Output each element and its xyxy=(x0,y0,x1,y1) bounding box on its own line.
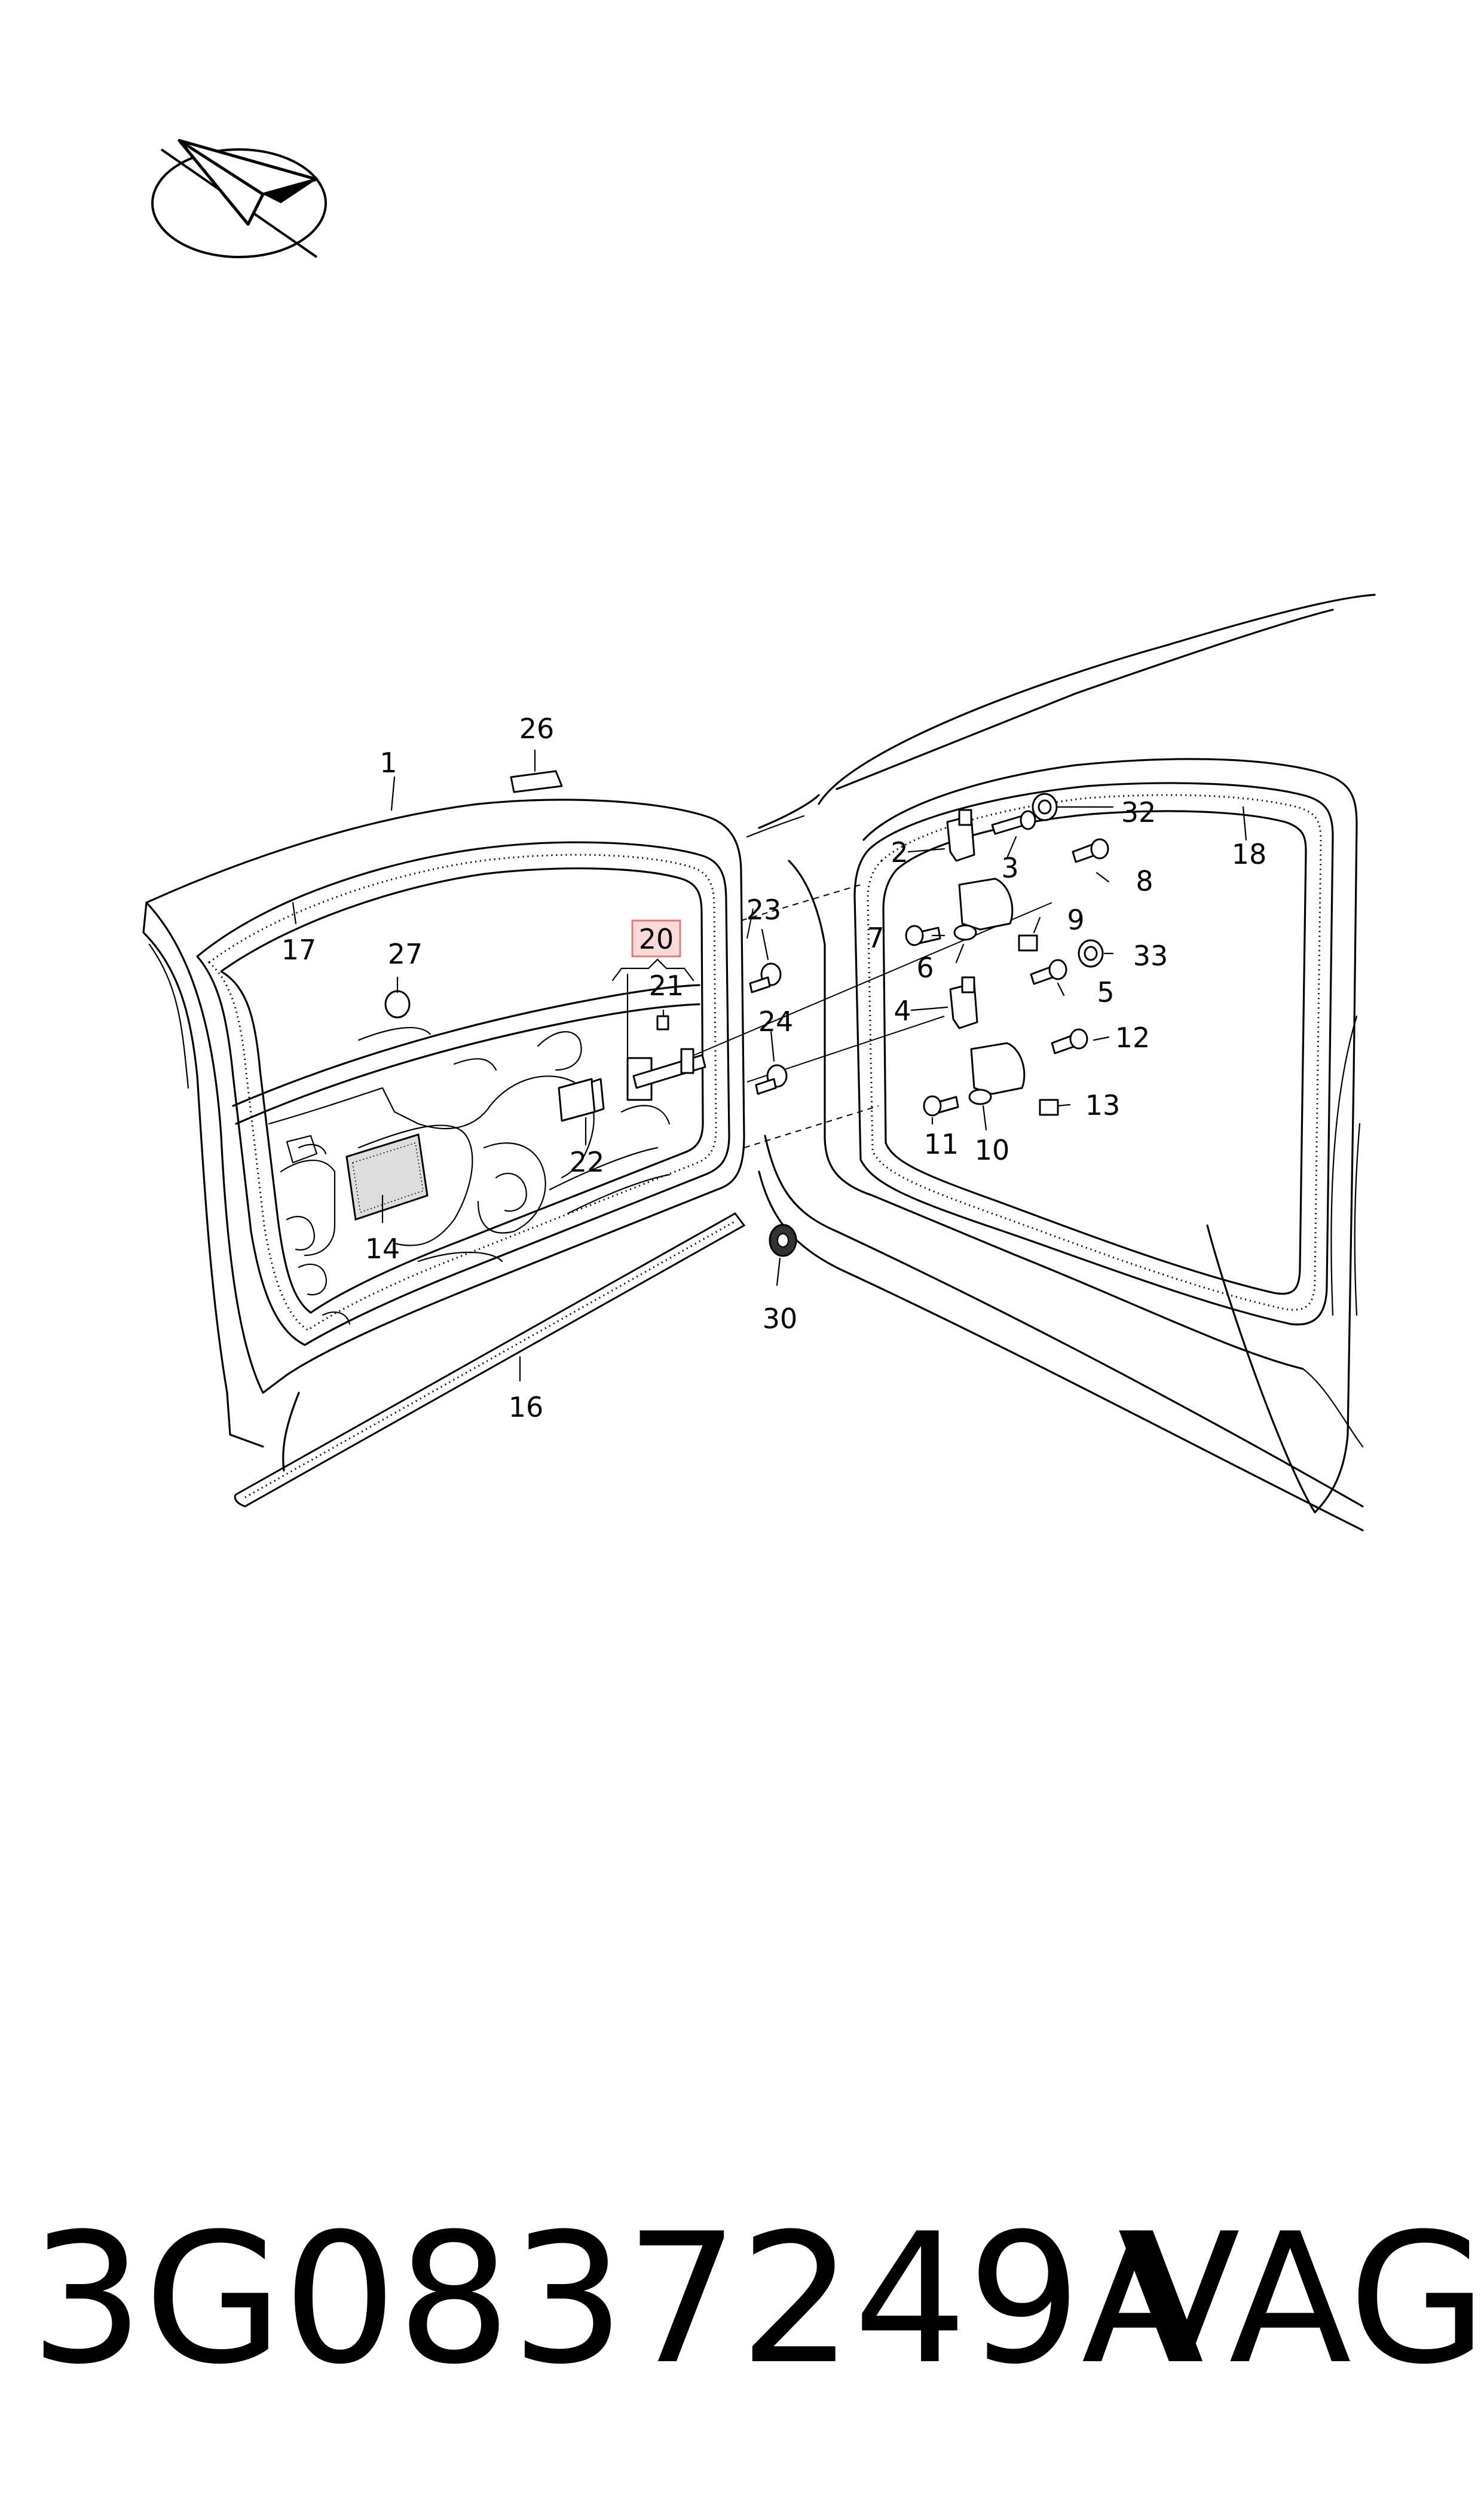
callout-10: 10 xyxy=(975,1134,1010,1166)
paper-plane-ellipse-logo-icon xyxy=(151,139,327,258)
callout-18: 18 xyxy=(1232,838,1267,870)
callout-11: 11 xyxy=(924,1128,959,1160)
callout-26: 26 xyxy=(519,713,555,745)
callout-20: 20 xyxy=(639,923,674,955)
callout-4: 4 xyxy=(894,995,911,1027)
callout-13: 13 xyxy=(1085,1089,1121,1121)
callout-33: 33 xyxy=(1133,940,1168,972)
callout-6: 6 xyxy=(916,952,934,984)
callout-12: 12 xyxy=(1115,1022,1151,1054)
leader-lines xyxy=(292,749,1247,1382)
callout-17: 17 xyxy=(281,934,317,966)
door-check-parts xyxy=(384,770,797,1257)
callout-1: 1 xyxy=(380,747,397,779)
callout-30: 30 xyxy=(763,1303,798,1335)
hinge-upper-part xyxy=(946,809,1014,941)
highlight-box-20 xyxy=(631,919,681,958)
callout-16: 16 xyxy=(509,1391,544,1423)
brand-label: VAG xyxy=(1118,2195,1484,2404)
callout-5: 5 xyxy=(1097,976,1114,1008)
callout-21: 21 xyxy=(649,970,684,1002)
callout-27: 27 xyxy=(388,938,423,970)
callout-22: 22 xyxy=(570,1146,605,1178)
hinge-lower-part xyxy=(949,976,1026,1105)
callout-24: 24 xyxy=(758,1005,794,1038)
bolts xyxy=(905,793,1109,1117)
part-number: 3G0837249A xyxy=(30,2195,1205,2404)
callout-14: 14 xyxy=(365,1233,400,1265)
callout-labels: 1 2 3 4 5 6 7 8 9 10 11 12 13 14 16 17 1… xyxy=(281,713,1267,1423)
callout-23: 23 xyxy=(746,894,782,926)
door-assembly xyxy=(142,799,746,1508)
callout-32: 32 xyxy=(1121,796,1156,829)
callout-3: 3 xyxy=(1001,852,1018,884)
callout-7: 7 xyxy=(867,922,884,954)
car-body-outline xyxy=(746,594,1376,1531)
callout-8: 8 xyxy=(1136,865,1153,897)
callout-9: 9 xyxy=(1067,904,1084,936)
callout-2: 2 xyxy=(891,836,908,869)
